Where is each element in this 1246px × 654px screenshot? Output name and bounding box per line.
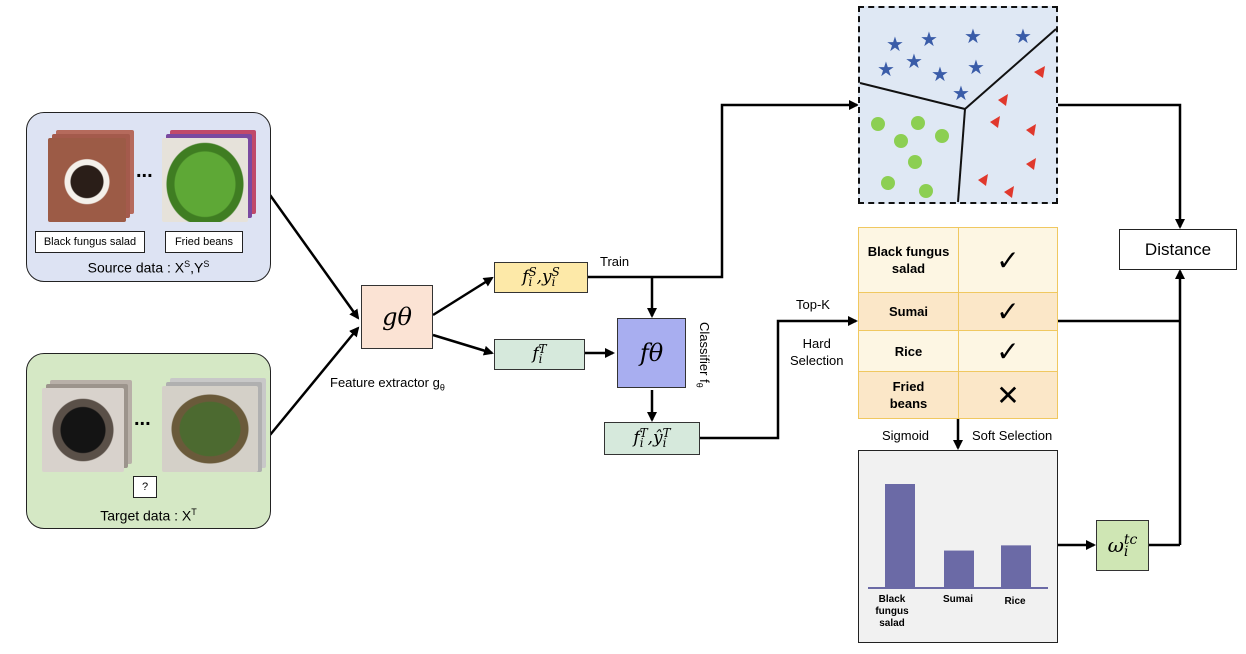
bar-tick-label: Sumai xyxy=(942,594,973,605)
classifier-symbol: fθ xyxy=(639,339,664,367)
circle xyxy=(908,155,922,169)
star: ★ xyxy=(877,59,895,81)
source-caption: Source data : XS,YS xyxy=(87,259,210,276)
photo-target-fungus xyxy=(42,388,124,472)
circle xyxy=(871,117,885,131)
feature-extractor-box: gθ xyxy=(361,285,433,349)
bar-tick-label: Rice xyxy=(1004,596,1026,607)
topk-label: Top-K xyxy=(796,297,830,312)
triangle xyxy=(1026,158,1036,170)
arrow-train-to-clusters xyxy=(588,100,859,279)
cluster-plot-marks: ★ ★ ★ ★ ★ ★ ★ ★ ★ xyxy=(859,26,1057,203)
star: ★ xyxy=(886,34,904,56)
arrow-source-to-extractor xyxy=(268,194,360,320)
circle-cluster xyxy=(871,116,949,198)
target-ellipsis: ... xyxy=(134,408,151,430)
star: ★ xyxy=(1014,26,1032,48)
bar-tick-label: Black fungus salad xyxy=(875,594,909,629)
star: ★ xyxy=(920,29,938,51)
star: ★ xyxy=(905,51,923,73)
cross-icon: ✕ xyxy=(996,379,1020,411)
star: ★ xyxy=(964,26,982,48)
hard-label-line-1: Hard xyxy=(802,336,831,351)
star: ★ xyxy=(931,64,949,86)
selection-table: Black fungus salad ✓ Sumai ✓ Rice ✓ Frie… xyxy=(858,227,1058,419)
bar xyxy=(1001,545,1031,588)
hard-selection-label: Hard Selection xyxy=(790,335,843,369)
triangle xyxy=(1034,66,1045,78)
table-row: Fried beans ✕ xyxy=(859,372,1057,418)
source-label-black-fungus-salad: Black fungus salad xyxy=(35,231,145,253)
arrow-extractor-to-source-feature xyxy=(432,276,494,317)
table-row: Sumai ✓ xyxy=(859,293,1057,331)
sigmoid-label: Sigmoid xyxy=(882,428,929,443)
star: ★ xyxy=(967,57,985,79)
triangle xyxy=(990,116,1000,128)
table-row: Black fungus salad ✓ xyxy=(859,228,1057,293)
star-cluster: ★ ★ ★ ★ ★ ★ ★ ★ ★ xyxy=(877,26,1032,105)
arrow-clusters-to-distance xyxy=(1058,103,1185,229)
triangle xyxy=(1026,124,1036,136)
table-cell-name: Fried beans xyxy=(859,372,959,418)
source-label-fried-beans: Fried beans xyxy=(165,231,243,253)
triangle xyxy=(998,94,1008,106)
table-row: Rice ✓ xyxy=(859,331,1057,372)
triangle xyxy=(1004,186,1014,198)
boundary-left xyxy=(859,82,966,110)
circle xyxy=(894,134,908,148)
boundary-bottom xyxy=(957,108,966,203)
check-icon: ✓ xyxy=(996,244,1020,276)
triangle-cluster xyxy=(978,66,1045,198)
photo-target-beans xyxy=(162,386,258,472)
triangle xyxy=(978,174,988,186)
photo-fried-beans xyxy=(162,138,248,222)
bar xyxy=(944,550,974,588)
extractor-symbol: gθ xyxy=(382,303,412,331)
check-icon: ✓ xyxy=(996,296,1020,327)
circle xyxy=(911,116,925,130)
bar xyxy=(885,484,915,588)
table-cell-name: Black fungus salad xyxy=(859,228,959,292)
train-label: Train xyxy=(600,254,630,269)
circle xyxy=(881,176,895,190)
bar-chart-svg xyxy=(868,484,1048,589)
soft-selection-label: Soft Selection xyxy=(972,428,1053,443)
arrow-extractor-to-target-feature xyxy=(432,333,494,356)
cluster-plot xyxy=(858,6,1058,204)
target-unknown-label: ? xyxy=(133,476,157,498)
classifier-box: fθ xyxy=(617,318,686,388)
classifier-side-label: Classifier fθ xyxy=(694,322,712,388)
arrow-pred-to-table xyxy=(700,316,858,440)
feature-extractor-caption: Feature extractor gθ xyxy=(330,375,445,393)
boundary-right xyxy=(964,28,1057,110)
circle xyxy=(935,129,949,143)
check-icon: ✓ xyxy=(996,335,1020,367)
photo-fungus-salad xyxy=(48,138,126,222)
circle xyxy=(919,184,933,198)
target-caption: Target data : XT xyxy=(100,507,197,524)
star: ★ xyxy=(952,83,970,105)
table-cell-name: Rice xyxy=(859,331,959,371)
source-ellipsis: ... xyxy=(136,160,153,182)
table-cell-name: Sumai xyxy=(859,293,959,330)
distance-box: Distance xyxy=(1119,229,1237,270)
distance-label: Distance xyxy=(1144,239,1212,259)
arrow-target-to-extractor xyxy=(269,326,360,436)
hard-label-line-2: Selection xyxy=(790,353,844,368)
